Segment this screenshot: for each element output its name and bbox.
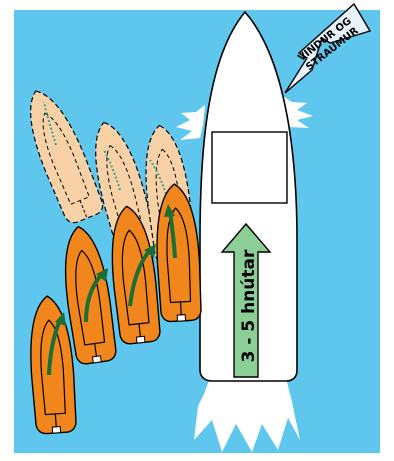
ship-superstructure xyxy=(212,132,287,203)
speed-label: 3 - 5 hnútar xyxy=(239,249,259,362)
